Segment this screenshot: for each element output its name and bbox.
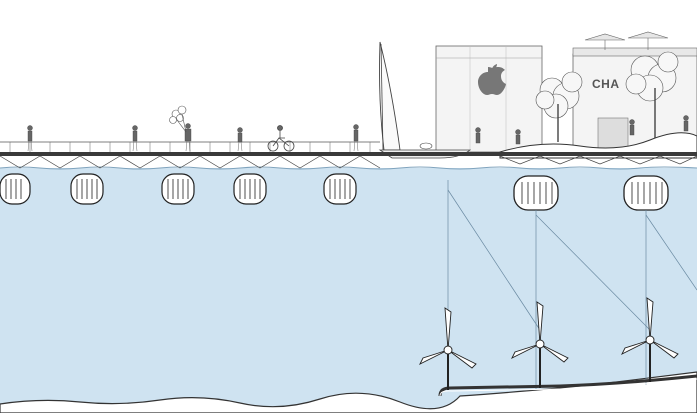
tree-icon <box>535 71 583 142</box>
person <box>515 129 521 145</box>
pedestrians <box>27 115 689 152</box>
float-pontoon <box>513 175 559 211</box>
floats-left <box>0 173 357 205</box>
person <box>475 127 481 144</box>
float-pontoon <box>0 173 31 205</box>
float-pontoon <box>233 173 267 205</box>
float-pontoon <box>161 173 195 205</box>
water-body <box>0 168 697 413</box>
float-pontoon <box>623 175 669 211</box>
tidal-turbine-icon <box>418 307 477 390</box>
float-pontoon <box>323 173 357 205</box>
tree-icon <box>625 51 679 140</box>
boardwalk-deck <box>0 141 697 169</box>
apple-logo-icon <box>478 64 506 95</box>
person <box>683 115 689 132</box>
shore-landform <box>499 132 697 159</box>
balloon-icon <box>169 105 187 133</box>
tidal-turbine-icon <box>620 297 679 382</box>
bicycle-icon <box>267 125 295 152</box>
storefront-sign: CHA <box>592 77 620 91</box>
floats-right <box>513 175 669 211</box>
person <box>629 119 635 136</box>
person <box>353 124 359 152</box>
float-pontoon <box>70 173 104 205</box>
person <box>27 125 33 152</box>
tidal-turbine-icon <box>510 301 569 388</box>
storefront-left <box>435 45 543 153</box>
person <box>237 127 243 152</box>
seabed-cable <box>438 374 697 397</box>
person <box>184 123 192 152</box>
person <box>132 125 138 152</box>
water-surface-line <box>0 166 697 170</box>
umbrella-icon <box>584 31 669 50</box>
